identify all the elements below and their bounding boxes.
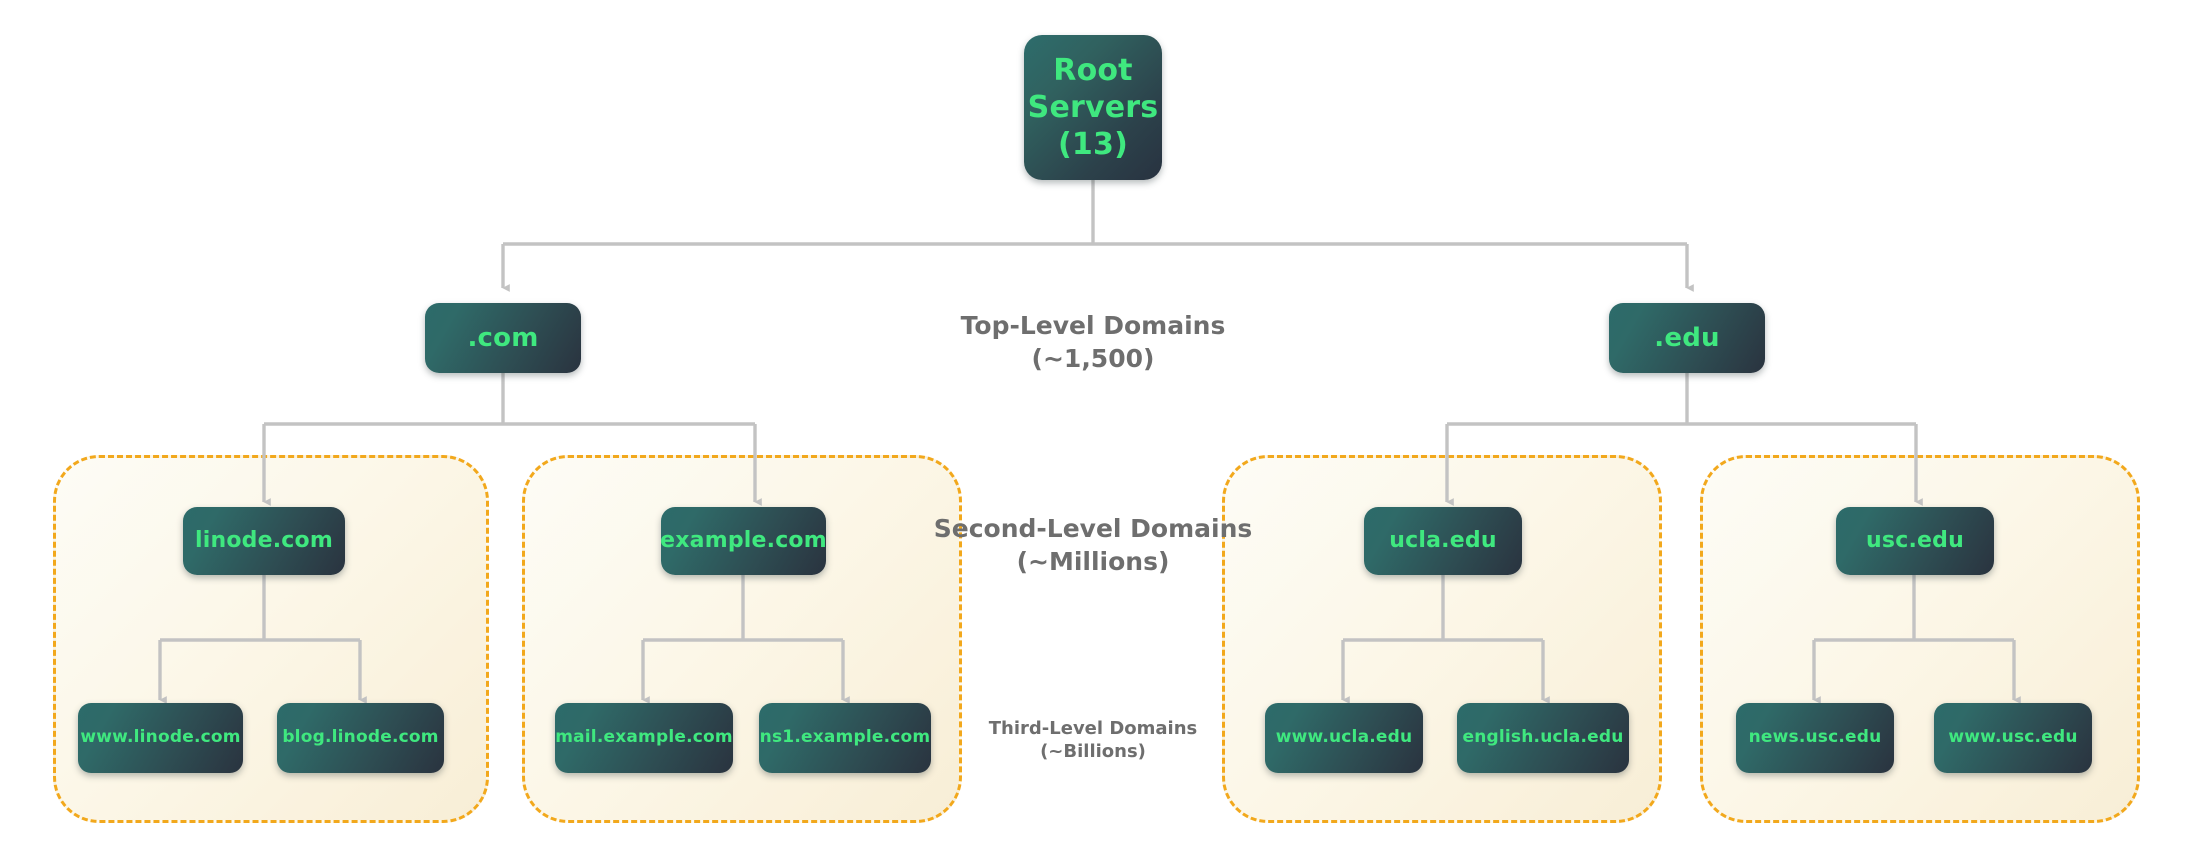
node-label: linode.com (195, 528, 333, 554)
node-sld-usc-edu[interactable]: usc.edu (1836, 507, 1994, 575)
root-line-3: (13) (1058, 127, 1128, 163)
node-tld-com[interactable]: .com (425, 303, 581, 373)
node-label: mail.example.com (555, 727, 733, 748)
node-sld-example-com[interactable]: example.com (660, 507, 827, 575)
node-label: usc.edu (1866, 528, 1964, 554)
node-label: www.usc.edu (1948, 727, 2078, 748)
node-root-servers[interactable]: Root Servers (13) (1024, 35, 1162, 180)
level-label-third-level-domains: Third-Level Domains (~Billions) (943, 717, 1243, 764)
node-sld-ucla-edu[interactable]: ucla.edu (1364, 507, 1522, 575)
node-label: blog.linode.com (282, 727, 439, 748)
node-label: english.ucla.edu (1462, 727, 1624, 748)
root-line-1: Root (1053, 52, 1133, 88)
node-label: ucla.edu (1389, 528, 1497, 554)
node-label: example.com (660, 528, 827, 554)
node-third-mail-example-com[interactable]: mail.example.com (555, 703, 733, 773)
node-third-news-usc-edu[interactable]: news.usc.edu (1736, 703, 1894, 773)
level-label-second-level-domains: Second-Level Domains (~Millions) (893, 513, 1293, 578)
level-label-line-1: Second-Level Domains (933, 514, 1253, 543)
node-label: news.usc.edu (1748, 727, 1882, 748)
node-label: .edu (1654, 322, 1720, 353)
node-third-www-usc-edu[interactable]: www.usc.edu (1934, 703, 2092, 773)
node-label: ns1.example.com (759, 727, 931, 748)
level-label-top-level-domains: Top-Level Domains (~1,500) (893, 310, 1293, 375)
level-label-line-2: (~Billions) (1040, 741, 1146, 763)
node-label: .com (467, 322, 539, 353)
level-label-line-2: (~1,500) (1031, 343, 1155, 373)
node-third-www-ucla-edu[interactable]: www.ucla.edu (1265, 703, 1423, 773)
node-label: www.ucla.edu (1275, 727, 1413, 748)
node-sld-linode-com[interactable]: linode.com (183, 507, 345, 575)
node-third-ns1-example-com[interactable]: ns1.example.com (759, 703, 931, 773)
level-label-line-1: Third-Level Domains (988, 718, 1198, 739)
node-tld-edu[interactable]: .edu (1609, 303, 1765, 373)
node-third-www-linode-com[interactable]: www.linode.com (78, 703, 243, 773)
level-label-line-2: (~Millions) (1016, 546, 1170, 576)
node-label: www.linode.com (80, 727, 241, 748)
root-line-2: Servers (1027, 89, 1159, 125)
node-third-english-ucla-edu[interactable]: english.ucla.edu (1457, 703, 1629, 773)
level-label-line-1: Top-Level Domains (960, 311, 1226, 340)
node-third-blog-linode-com[interactable]: blog.linode.com (277, 703, 444, 773)
